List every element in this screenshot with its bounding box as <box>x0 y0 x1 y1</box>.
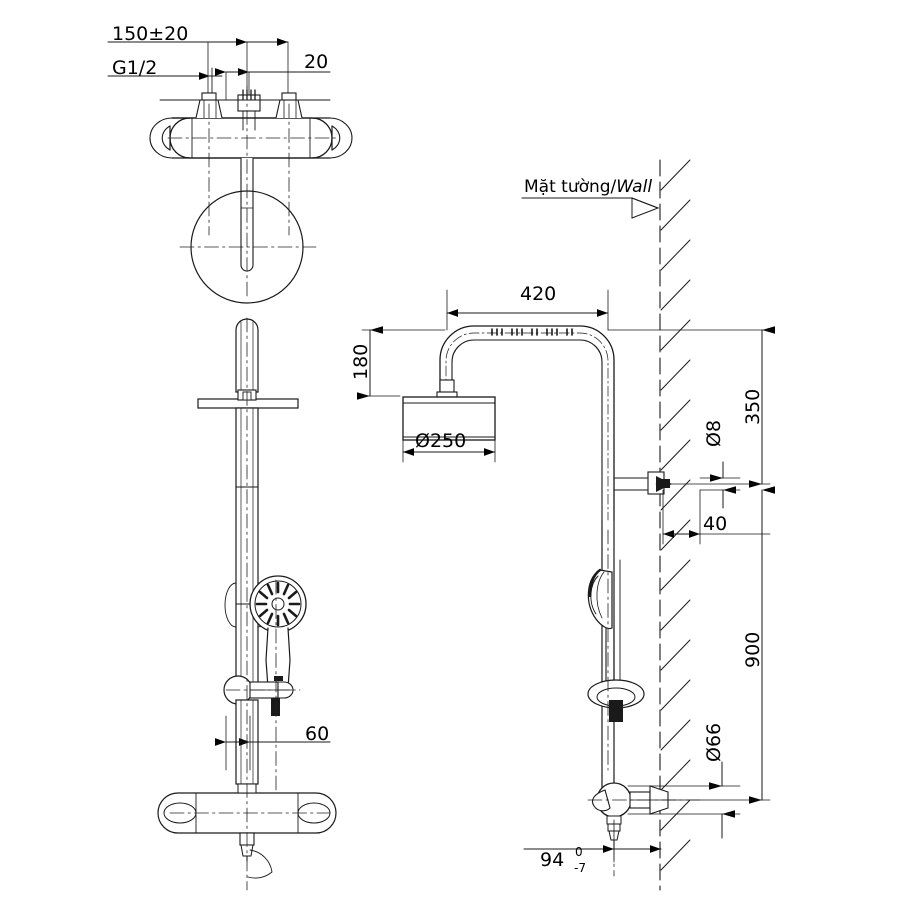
dim-head-diameter <box>402 439 496 463</box>
label-holder-offset: 60 <box>305 723 329 745</box>
wall-note-leader <box>521 197 660 219</box>
label-wall-to-center: 94 <box>540 849 564 871</box>
label-tolerance-upper: 0 <box>575 845 583 859</box>
dim-inlet-spacing <box>107 38 289 113</box>
label-mixer-height: 900 <box>742 632 764 668</box>
top-view-group <box>107 38 353 304</box>
label-tolerance-lower: -7 <box>574 861 586 875</box>
riser-socket-plan <box>237 89 261 131</box>
dim-holder-offset <box>215 715 331 771</box>
centerlines-top <box>167 85 337 301</box>
label-thread-size: G1/2 <box>112 57 157 79</box>
label-wall-note: Mặt tường/Wall <box>524 177 652 197</box>
front-mixer <box>591 782 677 849</box>
side-head-plate <box>197 389 299 409</box>
front-handshower <box>587 568 615 701</box>
dim-head-drop <box>357 326 446 400</box>
label-bracket-offset: 40 <box>703 513 727 535</box>
shower-arm <box>439 325 615 521</box>
front-view-group <box>357 159 775 891</box>
label-bracket-pin: Ø8 <box>703 420 725 447</box>
label-inlet-offset: 20 <box>304 51 328 73</box>
dim-bracket-height <box>607 326 775 488</box>
label-head-diameter: Ø250 <box>415 430 466 452</box>
front-riser-pipe <box>601 519 621 791</box>
label-bracket-height: 350 <box>742 389 764 425</box>
dim-arm-reach <box>446 289 609 331</box>
side-handshower <box>249 575 307 689</box>
centerlines-front <box>587 529 701 877</box>
wall-section <box>659 159 691 891</box>
label-mixer-flange: Ø66 <box>703 723 725 762</box>
label-inlet-spacing: 150±20 <box>112 23 188 45</box>
front-holder-ring <box>587 679 645 722</box>
label-arm-reach: 420 <box>520 283 556 305</box>
label-head-drop: 180 <box>350 344 372 380</box>
dim-mixer-flange <box>627 761 741 839</box>
centerlines-side <box>169 317 331 891</box>
side-view-group <box>157 317 337 891</box>
dim-bracket-pin <box>699 461 741 509</box>
shower-head-front <box>402 379 496 441</box>
dim-inlet-offset <box>215 68 331 101</box>
